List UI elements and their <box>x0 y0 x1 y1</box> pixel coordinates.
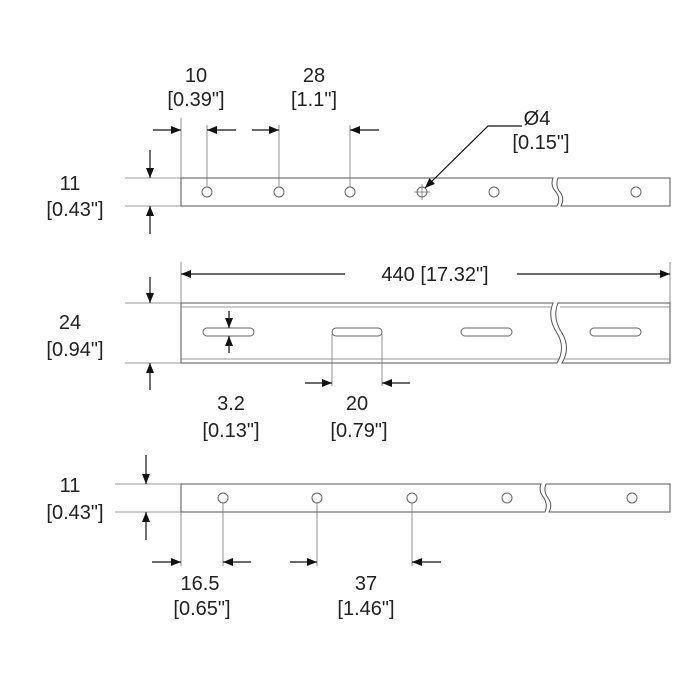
bottom-strip <box>180 483 547 513</box>
hole <box>201 186 213 198</box>
hole-pitch-label: 37 <box>355 573 377 595</box>
hole <box>217 492 229 504</box>
slot-length-label: 20 <box>346 393 368 415</box>
slot <box>589 327 642 337</box>
hole <box>273 186 285 198</box>
hole-pitch-label: 28 <box>303 65 325 87</box>
hole <box>630 186 642 198</box>
middle-channel-view: 440 [17.32"] 24 [0.94"] 3.2 [0.13"] 20 [… <box>46 262 671 442</box>
width-label: 11 <box>60 173 81 195</box>
width-inch-label: [0.43"] <box>46 199 103 221</box>
hole <box>488 186 500 198</box>
hole <box>626 492 638 504</box>
hole <box>311 492 323 504</box>
height-label: 24 <box>59 312 81 334</box>
hole <box>501 492 513 504</box>
bottom-strip-right <box>544 483 671 513</box>
slot-length-inch-label: [0.79"] <box>330 420 387 442</box>
hole-diameter-label: Ø4 <box>524 108 551 130</box>
slot <box>460 327 513 337</box>
hole-pitch-inch-label: [1.46"] <box>337 598 394 620</box>
hole <box>406 492 418 504</box>
hole <box>344 186 356 198</box>
slot <box>202 327 255 337</box>
width-label: 11 <box>60 475 81 497</box>
slot <box>331 327 383 337</box>
hole-pitch-inch-label: [1.1"] <box>291 89 337 111</box>
slot-width-inch-label: [0.13"] <box>202 420 259 442</box>
hole-offset-inch-label: [0.65"] <box>173 598 230 620</box>
top-strip-view: 10 [0.39"] 28 [1.1"] Ø4 [0.15"] 11 [0.43… <box>46 65 671 234</box>
hole-offset-inch-label: [0.39"] <box>167 89 224 111</box>
top-strip-right <box>556 177 671 207</box>
hole-offset-label: 10 <box>185 65 207 87</box>
width-inch-label: [0.43"] <box>46 502 103 524</box>
leader-arrow <box>424 125 522 189</box>
height-inch-label: [0.94"] <box>46 339 103 361</box>
hole-offset-label: 16.5 <box>181 573 220 595</box>
length-label: 440 [17.32"] <box>381 264 488 286</box>
slot-width-label: 3.2 <box>217 393 245 415</box>
bottom-strip-view: 11 [0.43"] 16.5 [0.65"] 37 [1.46"] <box>46 455 671 620</box>
top-strip <box>180 177 560 207</box>
hole-diameter-inch-label: [0.15"] <box>512 132 569 154</box>
